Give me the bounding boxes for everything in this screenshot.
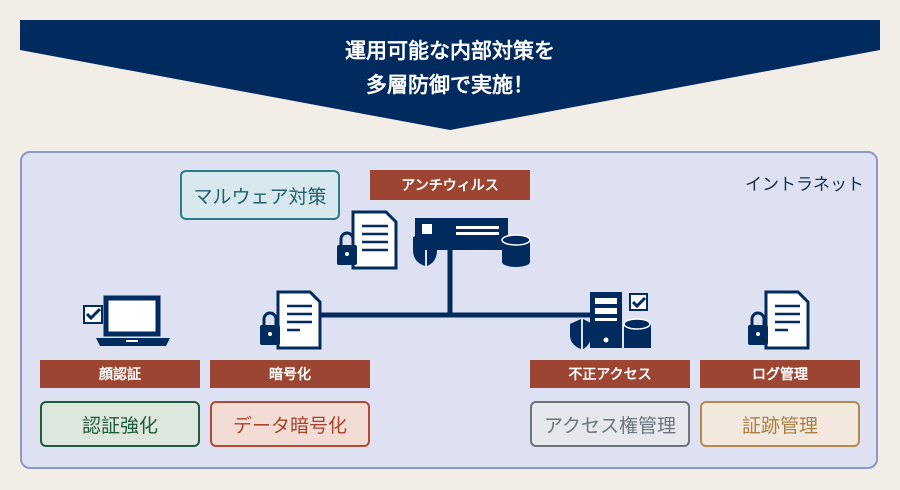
server-shield-icon: [570, 292, 651, 349]
banner-line-1: 運用可能な内部対策を: [345, 39, 555, 63]
banner-line-2: 多層防御で実施！: [366, 73, 534, 97]
node-box-auth-strengthening: 認証強化: [40, 401, 200, 447]
server-icon: [415, 218, 508, 250]
malware-box: マルウェア対策: [180, 170, 340, 220]
locked-document-icon: [260, 290, 322, 350]
database-icon: [501, 234, 531, 267]
banner-arrow: [20, 20, 880, 130]
node-tag-unauthorized-access: 不正アクセス: [530, 360, 690, 388]
node-box-audit-trail: 証跡管理: [700, 401, 860, 447]
locked-document-icon: [337, 210, 398, 270]
node-box-access-rights: アクセス権管理: [530, 401, 690, 447]
node-tag-encryption: 暗号化: [210, 360, 370, 388]
network-lines: [318, 240, 600, 318]
node-box-data-encryption: データ暗号化: [210, 401, 370, 447]
intranet-label: イントラネット: [745, 175, 864, 195]
laptop-check-icon: [83, 295, 170, 346]
banner-title: 運用可能な内部対策を 多層防御で実施！: [0, 34, 900, 102]
node-tag-log-management: ログ管理: [700, 360, 860, 388]
node-tag-face-auth: 顔認証: [40, 360, 200, 388]
locked-document-icon: [748, 290, 810, 350]
antivirus-tag: アンチウィルス: [370, 170, 530, 200]
